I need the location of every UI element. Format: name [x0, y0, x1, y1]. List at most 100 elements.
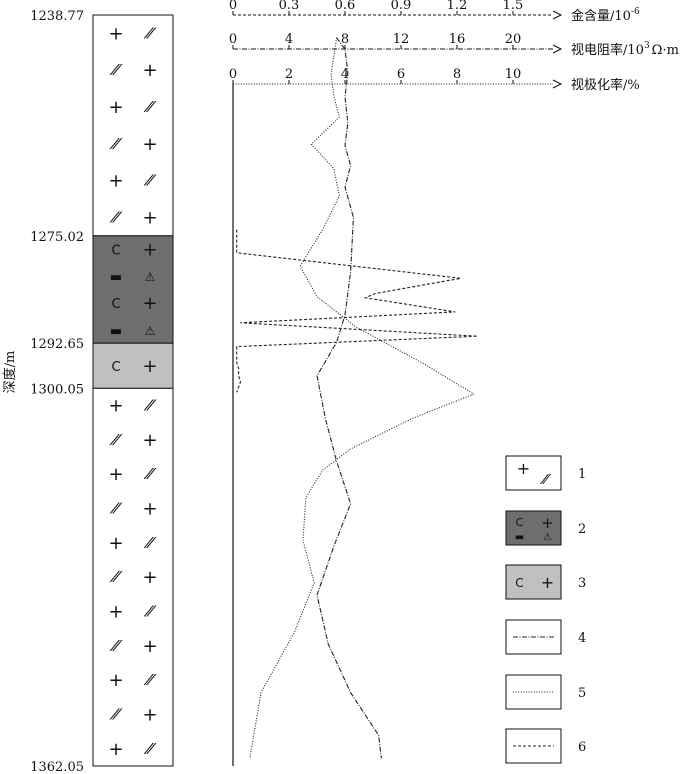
- axis-title-main: 金含量/10: [571, 8, 631, 24]
- legend-label: 2: [578, 522, 586, 537]
- depth-tick-label-5: 1362.05: [30, 760, 84, 774]
- axis-tick-label: 2: [285, 67, 293, 82]
- lithology-bed-fill: [92, 14, 174, 237]
- c-symbol: C: [111, 243, 120, 258]
- plus-symbol: +: [108, 670, 123, 691]
- legend-label: 6: [578, 740, 586, 755]
- axis-gold: 0 0.3 0.6 0.9 1.2 1.5 金含量/10-6: [229, 0, 640, 24]
- depth-tick-label-2: 1275.02: [30, 230, 84, 245]
- plus-symbol: +: [142, 134, 157, 155]
- axis-tick-label: 8: [453, 67, 461, 82]
- axis-title-superscript: 3: [644, 41, 650, 51]
- plus-symbol: +: [142, 498, 157, 519]
- axis-tick-label: 1.5: [503, 0, 524, 13]
- axis-tick-label: 4: [285, 32, 293, 47]
- plus-symbol: +: [142, 636, 157, 657]
- plus-symbol: +: [108, 171, 123, 192]
- depth-axis: 1238.77 1275.02 1292.65 1300.05 1362.05 深度/m: [2, 9, 84, 774]
- axis-arrow-icon: [552, 10, 563, 20]
- rect-symbol: ▬: [515, 532, 524, 543]
- depth-axis-title: 深度/m: [2, 351, 18, 394]
- rect-symbol: ▬: [110, 270, 122, 285]
- plus-symbol: +: [142, 704, 157, 725]
- lithology-bed-fill: [92, 387, 174, 767]
- plus-symbol: +: [541, 514, 554, 532]
- axis-tick-label: 6: [397, 67, 405, 82]
- axis-tick-label: 4: [341, 67, 349, 82]
- axis-tick-label: 0: [229, 67, 237, 82]
- legend-item-6: 6: [505, 728, 586, 764]
- axis-title-superscript: -6: [631, 7, 640, 17]
- plus-symbol: +: [142, 239, 157, 260]
- c-symbol: C: [516, 516, 524, 529]
- legend-item-2: C + ▬ ⚠ 2: [505, 510, 586, 546]
- axis-arrow-icon: [552, 79, 563, 89]
- lithology-bed-4: +⁄⁄⁄⁄++⁄⁄⁄⁄++⁄⁄⁄⁄++⁄⁄⁄⁄++⁄⁄⁄⁄++⁄⁄: [92, 387, 174, 767]
- lithology-bed-fill: [92, 235, 174, 344]
- plus-symbol: +: [517, 459, 530, 478]
- axis-tick-label: 0.9: [391, 0, 412, 13]
- legend-label: 5: [578, 686, 586, 701]
- legend-item-5: 5: [505, 674, 586, 710]
- depth-tick-label-1: 1238.77: [30, 9, 84, 24]
- plus-symbol: +: [142, 293, 157, 314]
- legend-label: 3: [578, 576, 586, 591]
- axis-tick-label: 0.3: [279, 0, 300, 13]
- triangle-symbol: ⚠: [543, 532, 552, 543]
- axis-title: 视极化率/%: [571, 77, 640, 93]
- plus-symbol: +: [142, 567, 157, 588]
- axis-arrow-icon: [552, 44, 563, 54]
- c-symbol: C: [515, 576, 523, 590]
- axis-tick-label: 10: [505, 67, 522, 82]
- curve-resistivity: [316, 37, 382, 759]
- depth-tick-label-3: 1292.65: [30, 337, 84, 352]
- legend-label: 4: [578, 631, 586, 646]
- axis-title-main: 视极化率/%: [571, 77, 640, 93]
- plus-symbol: +: [108, 601, 123, 622]
- rect-symbol: ▬: [110, 324, 122, 339]
- log-curves: [236, 37, 478, 759]
- plus-symbol: +: [108, 739, 123, 760]
- curve-polarization: [249, 37, 476, 759]
- c-symbol: C: [111, 360, 120, 375]
- axis-title: 金含量/10-6: [571, 7, 640, 24]
- axis-tick-label: 1.2: [447, 0, 468, 13]
- triangle-symbol: ⚠: [145, 324, 156, 338]
- legend-swatch: [505, 564, 562, 600]
- axis-title-main: 视电阻率/10: [571, 42, 644, 58]
- axis-tick-label: 16: [449, 32, 466, 47]
- legend-swatch: [505, 674, 562, 710]
- lithology-bed-1: +⁄⁄⁄⁄++⁄⁄⁄⁄++⁄⁄⁄⁄+: [92, 14, 174, 237]
- c-symbol: C: [111, 297, 120, 312]
- plus-symbol: +: [108, 464, 123, 485]
- legend-label: 1: [578, 467, 586, 482]
- lithology-bed-3: C+: [92, 342, 174, 389]
- curve-gold: [236, 229, 478, 393]
- plus-symbol: +: [108, 533, 123, 554]
- plus-symbol: +: [142, 60, 157, 81]
- axis-tick-label: 12: [393, 32, 410, 47]
- plus-symbol: +: [108, 395, 123, 416]
- axis-tick-label: 0: [229, 32, 237, 47]
- axis-tick-label: 0: [229, 0, 237, 13]
- lithology-bed-2: C + ▬ ⚠ C + ▬ ⚠: [92, 235, 174, 344]
- plus-symbol: +: [108, 97, 123, 118]
- axis-polarization: 0 2 4 6 8 10 视极化率/%: [229, 67, 640, 93]
- axis-tick-label: 20: [505, 32, 522, 47]
- legend-item-3: C +3: [505, 564, 586, 600]
- plus-symbol: +: [142, 207, 157, 228]
- plus-symbol: +: [541, 573, 554, 592]
- triangle-symbol: ⚠: [145, 270, 156, 284]
- legend-swatch: [505, 455, 562, 491]
- legend-item-1: +⁄⁄1: [505, 455, 586, 491]
- plus-symbol: +: [108, 23, 123, 44]
- axis-tick-label: 0.6: [335, 0, 356, 13]
- plus-symbol: +: [142, 356, 157, 377]
- axis-title-unit: Ω·m: [652, 43, 679, 58]
- depth-tick-label-4: 1300.05: [30, 382, 84, 397]
